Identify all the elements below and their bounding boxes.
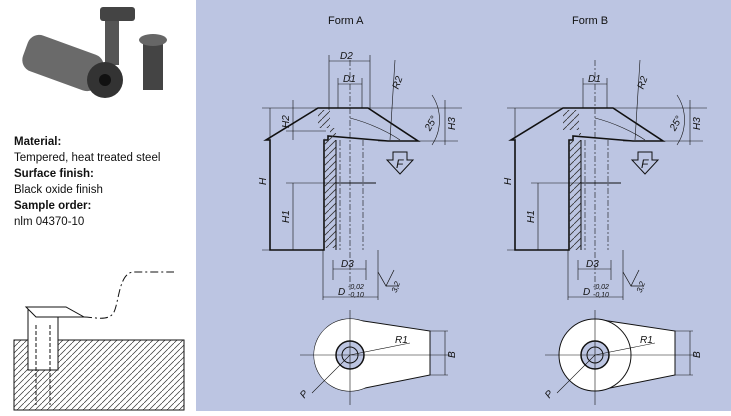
dim-h2: H2 <box>281 115 292 128</box>
sample-order-value: nlm 04370-10 <box>14 216 85 228</box>
tol-lower: -0,10 <box>593 292 609 299</box>
dim-p: P <box>298 388 311 400</box>
dim-b: B <box>692 351 703 358</box>
dim-p: P <box>543 388 556 400</box>
dim-r1: R1 <box>395 335 408 346</box>
surface-finish-value: Black oxide finish <box>14 184 103 196</box>
dim-h: H <box>258 177 269 185</box>
product-info: Material: Tempered, heat treated steel S… <box>0 0 196 415</box>
dim-h1: H1 <box>281 210 292 223</box>
dim-d1: D1 <box>343 74 356 85</box>
form-a-title: Form A <box>328 15 364 27</box>
dim-h3: H3 <box>447 117 458 130</box>
roughness: 3,2 <box>635 280 647 294</box>
material-value: Tempered, heat treated steel <box>14 152 161 164</box>
dim-d3: D3 <box>586 259 599 270</box>
force-f: F <box>396 157 404 171</box>
roughness: 3,2 <box>390 280 402 294</box>
angle-25: 25° <box>423 114 441 133</box>
surface-finish-label: Surface finish: <box>14 168 94 180</box>
dim-h3: H3 <box>692 117 703 130</box>
material-label: Material: <box>14 136 62 148</box>
product-photo <box>22 7 167 98</box>
dim-d: D <box>338 287 345 298</box>
tol-lower: -0,10 <box>348 292 364 299</box>
form-a-drawing: D2 D1 D3 D -0,02 -0,10 H H1 H2 H3 R2 25°… <box>258 51 462 405</box>
angle-25: 25° <box>668 114 686 133</box>
dim-h1: H1 <box>526 210 537 223</box>
form-b-title: Form B <box>572 15 608 27</box>
form-b-drawing: D1 D3 D -0,02 -0,10 H H1 H3 R2 25° F 3,2… <box>503 59 707 405</box>
dim-d2: D2 <box>340 51 353 62</box>
dim-d3: D3 <box>341 259 354 270</box>
force-f: F <box>641 157 649 171</box>
dim-d1: D1 <box>588 74 601 85</box>
dim-d: D <box>583 287 590 298</box>
dim-r1: R1 <box>640 335 653 346</box>
tol-upper: -0,02 <box>348 284 364 291</box>
dim-r2: R2 <box>636 75 651 91</box>
dim-r2: R2 <box>391 75 406 91</box>
dim-b: B <box>447 351 458 358</box>
dim-h: H <box>503 177 514 185</box>
sample-order-label: Sample order: <box>14 200 92 212</box>
mounting-sketch <box>13 271 185 411</box>
tol-upper: -0,02 <box>593 284 609 291</box>
technical-drawing-panel: Form A Form B D2 D1 D3 D -0,02 -0,10 H H… <box>196 0 731 411</box>
